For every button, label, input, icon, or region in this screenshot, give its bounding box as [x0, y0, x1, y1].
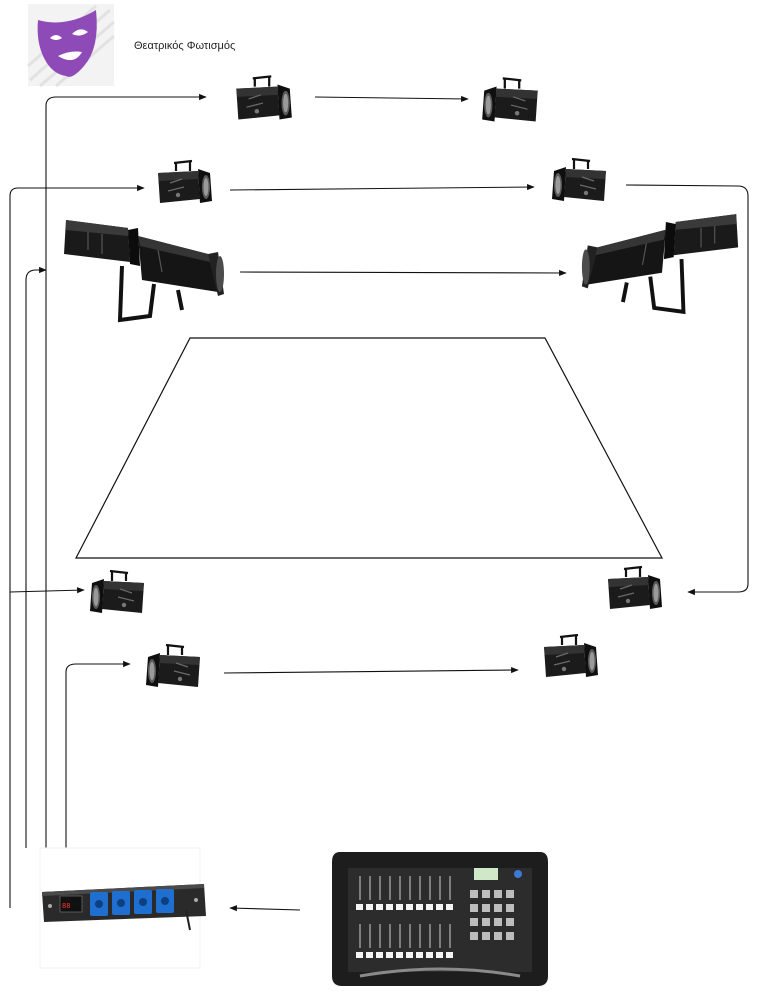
connection-arrow [229, 183, 535, 191]
power-distribution-unit-icon: 88 [39, 847, 206, 969]
page-title: Θεατρικός Φωτισμός [134, 40, 235, 52]
profile-spotlight-icon [579, 212, 741, 314]
connection-arrow [314, 95, 469, 102]
fresnel-spotlight-icon [144, 643, 202, 689]
fresnel-spotlight-icon [88, 569, 146, 615]
connection-wire [65, 660, 131, 848]
connection-arrow [223, 666, 519, 674]
svg-text:88: 88 [62, 902, 70, 910]
connection-wire [9, 587, 85, 594]
connection-wire [45, 93, 207, 848]
fresnel-spotlight-icon [156, 159, 214, 205]
lighting-console-icon [332, 852, 548, 986]
fresnel-spotlight-icon [550, 157, 608, 203]
connection-wire [625, 184, 749, 596]
fresnel-spotlight-icon [235, 75, 293, 121]
fresnel-spotlight-icon [606, 565, 664, 611]
connection-arrow [239, 269, 567, 277]
theatre-mask-icon [27, 4, 115, 88]
profile-spotlight-icon [62, 218, 226, 322]
fresnel-spotlight-icon [481, 77, 539, 123]
connection-wire [9, 184, 145, 908]
stage-area [75, 337, 663, 559]
connection-wire [25, 266, 47, 848]
connection-arrow [229, 905, 301, 912]
fresnel-spotlight-icon [542, 633, 600, 679]
